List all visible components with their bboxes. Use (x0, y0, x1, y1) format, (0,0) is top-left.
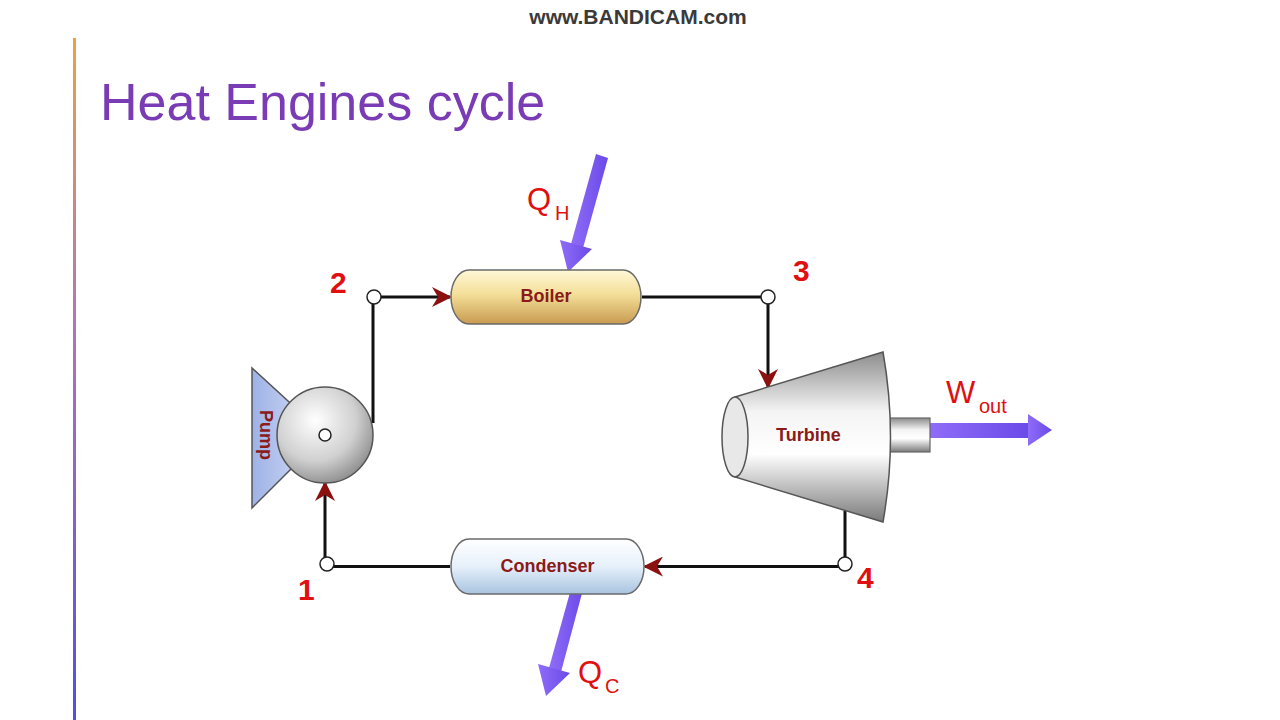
watermark: www.BANDICAM.com (529, 6, 746, 27)
state-point (367, 290, 381, 304)
heat-symbol: Q (578, 657, 602, 688)
node-label: Turbine (776, 426, 841, 446)
flow-line (325, 483, 450, 567)
subscript: H (555, 203, 569, 223)
turbine-symbol: Turbine (720, 350, 890, 525)
subscript: C (605, 676, 619, 696)
work-out-arrow (930, 414, 1052, 446)
node-label: Pump (255, 410, 275, 460)
pump-symbol: Pump (250, 365, 375, 510)
subscript: out (979, 396, 1007, 416)
state-number: 2 (330, 268, 347, 298)
slide-title: Heat Engines cycle (100, 74, 545, 131)
state-number: 4 (857, 563, 874, 593)
node-label: Condenser (500, 557, 594, 577)
state-point (838, 557, 852, 571)
node-label: Boiler (520, 287, 571, 307)
side-bar (73, 38, 76, 720)
state-number: 3 (793, 256, 810, 286)
heat-out-arrow (538, 578, 585, 696)
state-number: 1 (298, 575, 315, 605)
state-point (320, 557, 334, 571)
heat-symbol: Q (527, 184, 551, 215)
flow-line (642, 297, 768, 387)
work-symbol: W (946, 377, 975, 408)
flow-line (373, 297, 450, 423)
condenser-vessel: Condenser (450, 538, 645, 595)
flow-line (645, 510, 845, 566)
state-point (761, 290, 775, 304)
boiler-vessel: Boiler (450, 269, 642, 325)
